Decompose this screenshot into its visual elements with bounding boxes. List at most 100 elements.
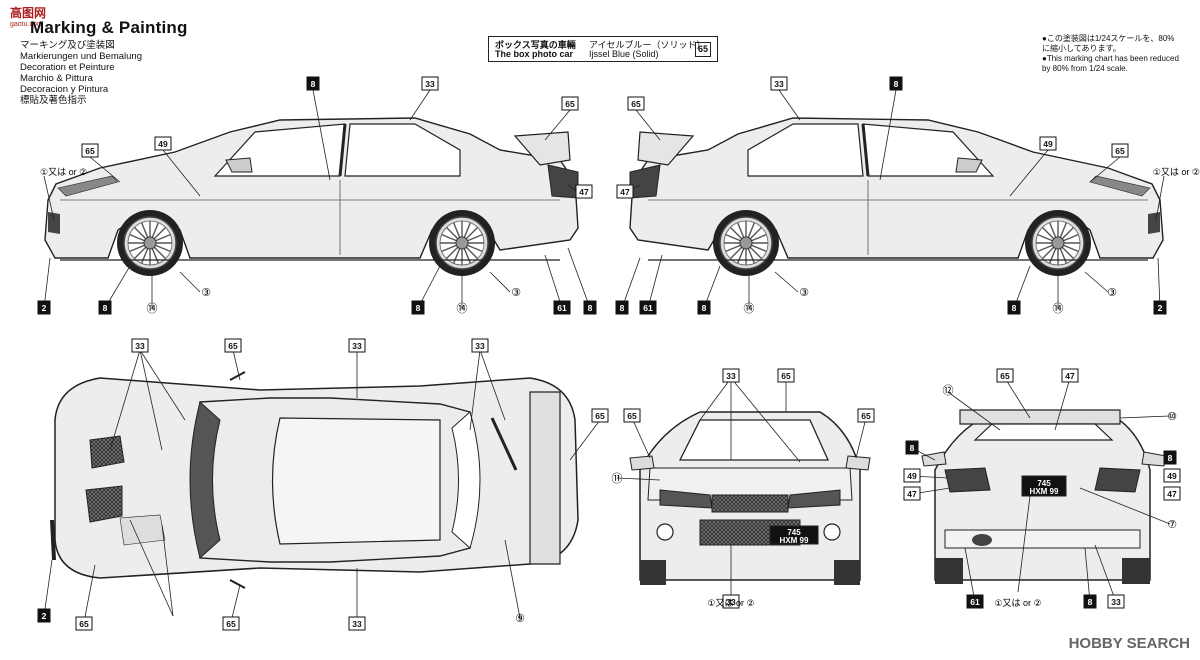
svg-text:⑭: ⑭ bbox=[1053, 302, 1064, 315]
callout-side-left: ③ bbox=[201, 287, 211, 299]
top-view bbox=[50, 371, 579, 589]
box-photo-color-en: Ijssel Blue (Solid) bbox=[589, 49, 659, 59]
callout-rear: ⑫ bbox=[943, 384, 954, 397]
subtitle-es: Decoracion y Pintura bbox=[20, 84, 109, 95]
svg-text:③: ③ bbox=[1107, 287, 1117, 299]
scale-note-line: ●この塗装図は1/24スケールを、80% bbox=[1042, 34, 1175, 43]
svg-text:61: 61 bbox=[643, 303, 653, 313]
svg-text:8: 8 bbox=[620, 303, 625, 313]
callout-side-left: ③ bbox=[511, 287, 521, 299]
svg-text:47: 47 bbox=[579, 187, 589, 197]
callout-side-left: ⑭ bbox=[147, 302, 158, 315]
svg-text:③: ③ bbox=[511, 287, 521, 299]
svg-text:①又は or ②: ①又は or ② bbox=[40, 167, 87, 177]
callout-side-right: ⑭ bbox=[1053, 302, 1064, 315]
callout-labels: 33 8 65 49 65 47 ①又は or ② 2 8 ⑭ ③ 8 ⑭ ③ 61 8 65 33 8 47 49 65… bbox=[37, 76, 1200, 631]
svg-text:8: 8 bbox=[416, 303, 421, 313]
svg-text:8: 8 bbox=[910, 443, 915, 453]
rear-plate-line1: 745 bbox=[1037, 479, 1051, 488]
callout-side-right: 47 bbox=[616, 184, 634, 199]
callout-leaders bbox=[43, 89, 1171, 623]
box-photo-label-jp: ボックス写真の車輛 bbox=[495, 40, 576, 50]
svg-text:33: 33 bbox=[726, 371, 736, 381]
svg-text:33: 33 bbox=[352, 341, 362, 351]
callout-rear: 8 bbox=[905, 440, 919, 455]
svg-text:65: 65 bbox=[861, 411, 871, 421]
svg-text:⑩: ⑩ bbox=[1167, 411, 1177, 423]
svg-text:8: 8 bbox=[311, 79, 316, 89]
svg-text:65: 65 bbox=[595, 411, 605, 421]
footer-watermark: HOBBY SEARCH bbox=[1069, 635, 1190, 652]
svg-text:2: 2 bbox=[42, 611, 47, 621]
svg-text:33: 33 bbox=[475, 341, 485, 351]
front-view: 745 HXM 99 bbox=[629, 411, 871, 585]
callout-front: 33 bbox=[722, 594, 740, 609]
svg-text:49: 49 bbox=[1167, 471, 1177, 481]
side-view-right bbox=[629, 117, 1164, 277]
callout-side-left: 49 bbox=[154, 136, 172, 151]
callout-top: 65 bbox=[222, 616, 240, 631]
callout-front: 65 bbox=[857, 408, 875, 423]
svg-text:33: 33 bbox=[774, 79, 784, 89]
callout-side-left: 65 bbox=[561, 96, 579, 111]
callout-side-right: ①又は or ② bbox=[1153, 167, 1200, 177]
svg-text:49: 49 bbox=[907, 471, 917, 481]
svg-text:61: 61 bbox=[970, 597, 980, 607]
svg-text:47: 47 bbox=[1167, 489, 1177, 499]
scale-note: ●この塗装図は1/24スケールを、80% に縮小してあります。 ●This ma… bbox=[1042, 34, 1192, 74]
callout-rear: 65 bbox=[996, 368, 1014, 383]
callout-side-right: 8 bbox=[1007, 300, 1021, 315]
scale-note-line: ●This marking chart has been reduced bbox=[1042, 54, 1179, 63]
svg-text:47: 47 bbox=[1065, 371, 1075, 381]
callout-rear: ⑩ bbox=[1167, 411, 1177, 423]
callout-side-left: 8 bbox=[411, 300, 425, 315]
callout-side-left: 2 bbox=[37, 300, 51, 315]
svg-text:65: 65 bbox=[781, 371, 791, 381]
svg-text:65: 65 bbox=[1000, 371, 1010, 381]
callout-front: 33 bbox=[722, 368, 740, 383]
box-photo-color-jp: アイセルブルー（ソリッド） bbox=[589, 40, 706, 50]
subtitle-cn: 標貼及著色指示 bbox=[20, 95, 87, 106]
callout-rear: 33 bbox=[1107, 594, 1125, 609]
callout-top: 33 bbox=[348, 616, 366, 631]
callout-side-right: 61 bbox=[639, 300, 657, 315]
page-title: Marking & Painting bbox=[30, 18, 188, 37]
svg-text:8: 8 bbox=[702, 303, 707, 313]
callout-top: 65 bbox=[591, 408, 609, 423]
callout-rear: 49 bbox=[1163, 468, 1181, 483]
svg-text:①又は or ②: ①又は or ② bbox=[994, 598, 1041, 608]
callout-side-right: 49 bbox=[1039, 136, 1057, 151]
callout-rear: 47 bbox=[903, 486, 921, 501]
callout-top: 2 bbox=[37, 608, 51, 623]
scale-note-line: に縮小してあります。 bbox=[1042, 44, 1121, 53]
svg-text:⑭: ⑭ bbox=[744, 302, 755, 315]
callout-side-left: ①又は or ② bbox=[40, 167, 87, 177]
svg-text:8: 8 bbox=[588, 303, 593, 313]
rear-plate-line2: HXM 99 bbox=[1030, 487, 1059, 496]
svg-text:⑫: ⑫ bbox=[943, 384, 954, 397]
svg-text:8: 8 bbox=[1168, 453, 1173, 463]
svg-text:65: 65 bbox=[631, 99, 641, 109]
subtitle-de: Markierungen und Bemalung bbox=[20, 51, 142, 62]
svg-text:⑦: ⑦ bbox=[1167, 519, 1177, 531]
callout-side-right: 33 bbox=[770, 76, 788, 91]
callout-rear: ①又は or ② bbox=[994, 598, 1041, 608]
callout-top: 33 bbox=[471, 338, 489, 353]
callout-side-left: 8 bbox=[306, 76, 320, 91]
callout-side-right: 8 bbox=[697, 300, 711, 315]
callout-rear: 8 bbox=[1083, 594, 1097, 609]
svg-text:65: 65 bbox=[228, 341, 238, 351]
callout-side-right: ③ bbox=[799, 287, 809, 299]
svg-text:2: 2 bbox=[1158, 303, 1163, 313]
svg-text:61: 61 bbox=[557, 303, 567, 313]
callout-side-left: 8 bbox=[583, 300, 597, 315]
callout-rear: 47 bbox=[1163, 486, 1181, 501]
callout-rear: 8 bbox=[1163, 450, 1177, 465]
svg-text:①又は or ②: ①又は or ② bbox=[1153, 167, 1200, 177]
callout-side-left: 61 bbox=[553, 300, 571, 315]
callout-rear: 49 bbox=[903, 468, 921, 483]
svg-text:49: 49 bbox=[158, 139, 168, 149]
side-view-left bbox=[44, 117, 579, 277]
svg-text:49: 49 bbox=[1043, 139, 1053, 149]
